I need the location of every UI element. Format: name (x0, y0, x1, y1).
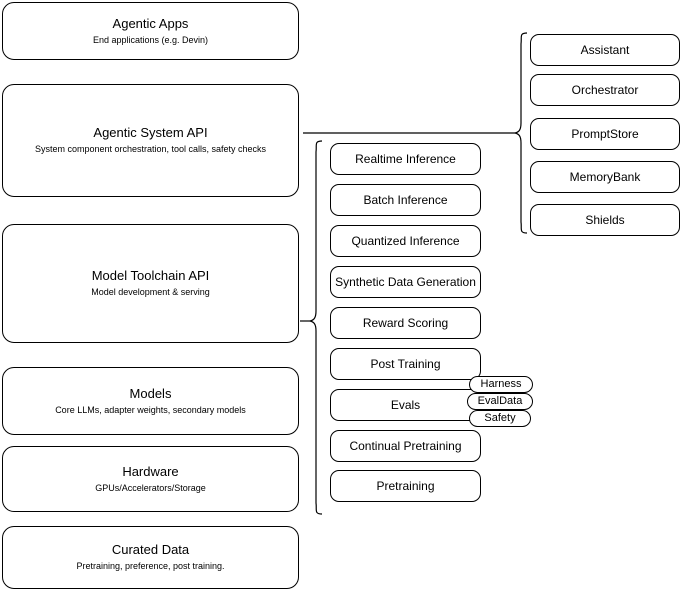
component-label: Orchestrator (571, 83, 639, 97)
layer-title: Curated Data (111, 542, 190, 557)
layer-agentic-system-api[interactable]: Agentic System API System component orch… (2, 84, 299, 197)
evals-subcomponent-label: Safety (484, 412, 516, 424)
evals-subcomponent-safety[interactable]: Safety (469, 410, 531, 427)
layer-subtitle: Model development & serving (91, 287, 210, 297)
component-evals[interactable]: Evals (330, 389, 481, 421)
layer-subtitle: Pretraining, preference, post training. (76, 561, 225, 571)
component-label: Post Training (370, 357, 441, 371)
component-label: Shields (585, 213, 625, 227)
layer-curated-data[interactable]: Curated Data Pretraining, preference, po… (2, 526, 299, 589)
component-label: Synthetic Data Generation (335, 275, 476, 289)
evals-subcomponent-evaldata[interactable]: EvalData (467, 393, 533, 410)
layer-subtitle: End applications (e.g. Devin) (92, 34, 209, 45)
layer-title: Model Toolchain API (91, 268, 210, 283)
component-label: PromptStore (571, 127, 639, 141)
component-pretraining[interactable]: Pretraining (330, 470, 481, 502)
component-shields[interactable]: Shields (530, 204, 680, 236)
layer-title: Hardware (122, 463, 179, 479)
evals-subcomponent-harness[interactable]: Harness (469, 376, 533, 393)
component-label: Batch Inference (363, 193, 448, 207)
layer-title: Agentic System API (93, 125, 208, 140)
component-label: Pretraining (376, 479, 435, 493)
component-label: Assistant (580, 43, 630, 57)
layer-subtitle: GPUs/Accelerators/Storage (95, 482, 206, 493)
layer-agentic-apps[interactable]: Agentic Apps End applications (e.g. Devi… (2, 2, 299, 60)
component-label: Quantized Inference (351, 234, 460, 248)
component-post-training[interactable]: Post Training (330, 348, 481, 380)
component-orchestrator[interactable]: Orchestrator (530, 74, 680, 106)
component-synthetic-data-generation[interactable]: Synthetic Data Generation (330, 266, 481, 298)
component-assistant[interactable]: Assistant (530, 34, 680, 66)
layer-title: Models (129, 385, 172, 401)
component-promptstore[interactable]: PromptStore (530, 118, 680, 150)
brace-toolchain-components (309, 140, 323, 515)
layer-subtitle: Core LLMs, adapter weights, secondary mo… (55, 404, 246, 415)
component-label: Reward Scoring (362, 316, 449, 330)
layer-hardware[interactable]: Hardware GPUs/Accelerators/Storage (2, 446, 299, 512)
component-label: Continual Pretraining (349, 439, 462, 453)
evals-subcomponent-label: Harness (480, 378, 522, 390)
component-memorybank[interactable]: MemoryBank (530, 161, 680, 193)
layer-title: Agentic Apps (112, 15, 189, 31)
component-reward-scoring[interactable]: Reward Scoring (330, 307, 481, 339)
component-continual-pretraining[interactable]: Continual Pretraining (330, 430, 481, 462)
evals-subcomponent-label: EvalData (477, 395, 523, 407)
layer-subtitle: System component orchestration, tool cal… (34, 144, 267, 154)
component-label: MemoryBank (569, 170, 641, 184)
component-quantized-inference[interactable]: Quantized Inference (330, 225, 481, 257)
brace-system-components (514, 32, 528, 234)
component-realtime-inference[interactable]: Realtime Inference (330, 143, 481, 175)
layer-model-toolchain-api[interactable]: Model Toolchain API Model development & … (2, 224, 299, 343)
component-batch-inference[interactable]: Batch Inference (330, 184, 481, 216)
component-label: Realtime Inference (355, 152, 456, 166)
component-label: Evals (390, 398, 421, 412)
layer-models[interactable]: Models Core LLMs, adapter weights, secon… (2, 367, 299, 435)
